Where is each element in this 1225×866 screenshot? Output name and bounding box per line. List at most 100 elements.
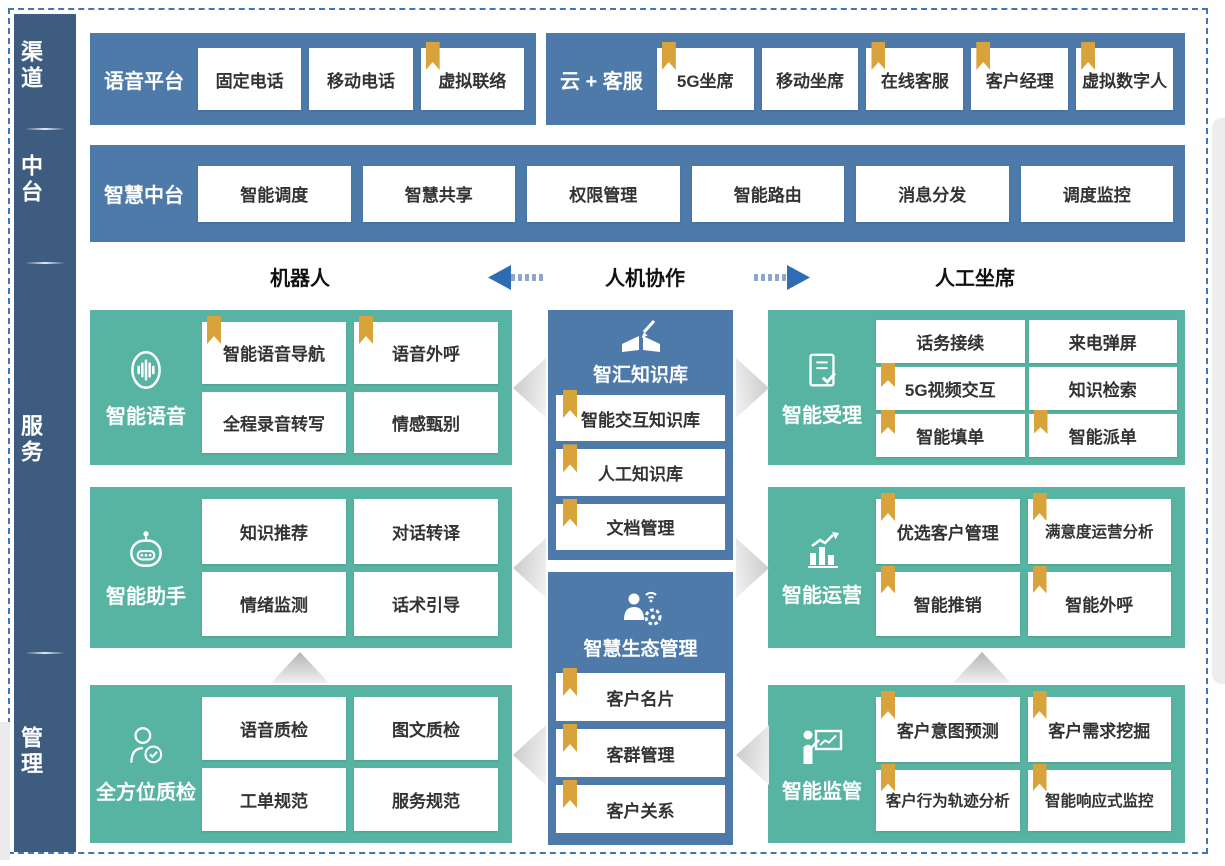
item-label: 情绪监测: [240, 596, 308, 616]
item-box: 服务规范: [354, 768, 498, 831]
item-label: 知识推荐: [240, 523, 308, 543]
item-box: 虚拟数字人: [1076, 42, 1174, 110]
item-box: 知识推荐: [202, 499, 346, 564]
item-box: 知识检索: [1028, 367, 1177, 410]
band-items: 固定电话 移动电话 虚拟联络: [198, 42, 524, 110]
item-label: 智能交互知识库: [581, 410, 700, 430]
voice-wave-icon: [131, 350, 161, 389]
section-label: 全方位质检: [90, 697, 202, 831]
item-label: 客户行为轨迹分析: [885, 793, 1010, 811]
item-label: 智能填单: [916, 428, 985, 447]
item-box: 满意度运营分析: [1027, 493, 1171, 564]
bookmark-icon: [881, 565, 895, 594]
item-label: 移动坐席: [776, 71, 845, 91]
section-label: 智慧生态管理: [556, 586, 725, 661]
item-label: 智能调度: [240, 186, 309, 205]
item-label: 智能语音导航: [223, 345, 325, 365]
item-box: 来电弹屏: [1028, 320, 1177, 363]
layer-label-middle-platform: 中台: [18, 154, 43, 206]
bookmark-icon: [1032, 493, 1047, 521]
left-arrow-dash-icon: [511, 274, 544, 281]
section-title: 智能监管: [782, 781, 862, 803]
layer-label-service: 服务: [18, 414, 43, 466]
item-box: 客户需求挖掘: [1027, 691, 1171, 762]
chart-up-icon: [808, 531, 839, 568]
item-box: 权限管理: [527, 165, 680, 222]
item-box: 5G坐席: [656, 42, 754, 110]
item-label: 语音质检: [240, 721, 308, 740]
item-label: 移动电话: [326, 71, 395, 91]
section-items: 话务接续 来电弹屏 5G视频交互 知识检索 智能填单 智能派单: [876, 320, 1177, 457]
bookmark-icon: [563, 780, 577, 808]
item-label: 虚拟数字人: [1082, 71, 1168, 91]
item-label: 工单规范: [240, 792, 308, 811]
bookmark-icon: [661, 42, 676, 70]
item-label: 话务接续: [916, 334, 985, 353]
item-box: 智能响应式监控: [1027, 763, 1171, 831]
agent-header: 人工坐席: [935, 268, 1015, 290]
item-label: 优选客户管理: [896, 523, 999, 543]
dashed-border: [8, 8, 1208, 854]
smart-supervision-section: 智能监管 客户意图预测 客户需求挖掘 客户行为轨迹分析 智能响应式监控: [768, 685, 1185, 843]
item-box: 人工知识库: [556, 444, 725, 496]
document-check-icon: [809, 353, 836, 386]
smart-voice-section: 智能语音 智能语音导航 语音外呼 全程录音转写 情感甄别: [90, 310, 512, 465]
robot-icon: [130, 530, 162, 567]
item-label: 全程录音转写: [223, 414, 325, 434]
bookmark-icon: [976, 42, 991, 70]
item-box: 移动坐席: [761, 48, 859, 110]
item-box: 虚拟联络: [420, 42, 524, 110]
item-box: 智能调度: [198, 165, 351, 222]
item-label: 智能派单: [1068, 428, 1137, 447]
section-label: 智能运营: [768, 499, 876, 636]
item-label: 智能路由: [733, 186, 802, 205]
bookmark-icon: [881, 763, 895, 792]
page-edge-artifact: [0, 722, 10, 860]
knowledge-base-section: 智汇知识库 智能交互知识库 人工知识库 文档管理: [548, 310, 733, 560]
item-box: 智慧共享: [362, 165, 515, 222]
item-box: 客户经理: [971, 42, 1069, 110]
bookmark-icon: [207, 316, 221, 344]
item-label: 调度监控: [1062, 186, 1131, 205]
person-inspect-icon: [130, 727, 163, 764]
bookmark-icon: [1033, 410, 1048, 434]
item-label: 来电弹屏: [1068, 334, 1137, 353]
item-label: 智能响应式监控: [1044, 793, 1154, 811]
bookmark-icon: [1081, 42, 1096, 70]
section-label: 智能监管: [768, 697, 876, 831]
item-box: 消息分发: [856, 165, 1009, 222]
item-box: 客户行为轨迹分析: [876, 763, 1020, 831]
smart-acceptance-section: 智能受理 话务接续 来电弹屏 5G视频交互 知识检索 智能填单 智能派单: [768, 310, 1185, 465]
section-items: 优选客户管理 满意度运营分析 智能推销 智能外呼: [876, 493, 1171, 636]
bookmark-icon: [563, 390, 577, 418]
layer-label-management: 管理: [18, 726, 43, 778]
item-label: 对话转译: [392, 523, 460, 543]
section-title: 智能语音: [106, 405, 186, 428]
robot-header: 机器人: [270, 268, 330, 290]
item-label: 客户需求挖掘: [1048, 721, 1151, 741]
section-items: 智能语音导航 语音外呼 全程录音转写 情感甄别: [202, 316, 498, 453]
item-label: 客户经理: [985, 71, 1054, 91]
section-title: 智能助手: [106, 585, 186, 608]
section-title: 智慧生态管理: [583, 639, 698, 660]
item-box: 智能交互知识库: [556, 390, 725, 442]
presenter-board-icon: [803, 729, 843, 764]
item-box: 图文质检: [354, 697, 498, 760]
item-label: 满意度运营分析: [1044, 524, 1154, 542]
bookmark-icon: [1032, 763, 1047, 792]
bookmark-icon: [563, 444, 577, 473]
item-box: 客户名片: [556, 668, 725, 721]
section-label: 智能语音: [90, 322, 202, 453]
bookmark-icon: [563, 668, 577, 696]
item-box: 工单规范: [202, 768, 346, 831]
section-label: 智汇知识库: [556, 318, 725, 387]
bookmark-icon: [563, 724, 577, 752]
sidebar-divider: [25, 262, 65, 264]
item-label: 权限管理: [569, 186, 638, 205]
band-title: 云 + 客服: [560, 70, 643, 93]
section-items: 语音质检 图文质检 工单规范 服务规范: [202, 697, 498, 831]
item-box: 智能推销: [876, 565, 1020, 636]
bookmark-icon: [425, 42, 440, 70]
section-label: 智能助手: [90, 499, 202, 636]
